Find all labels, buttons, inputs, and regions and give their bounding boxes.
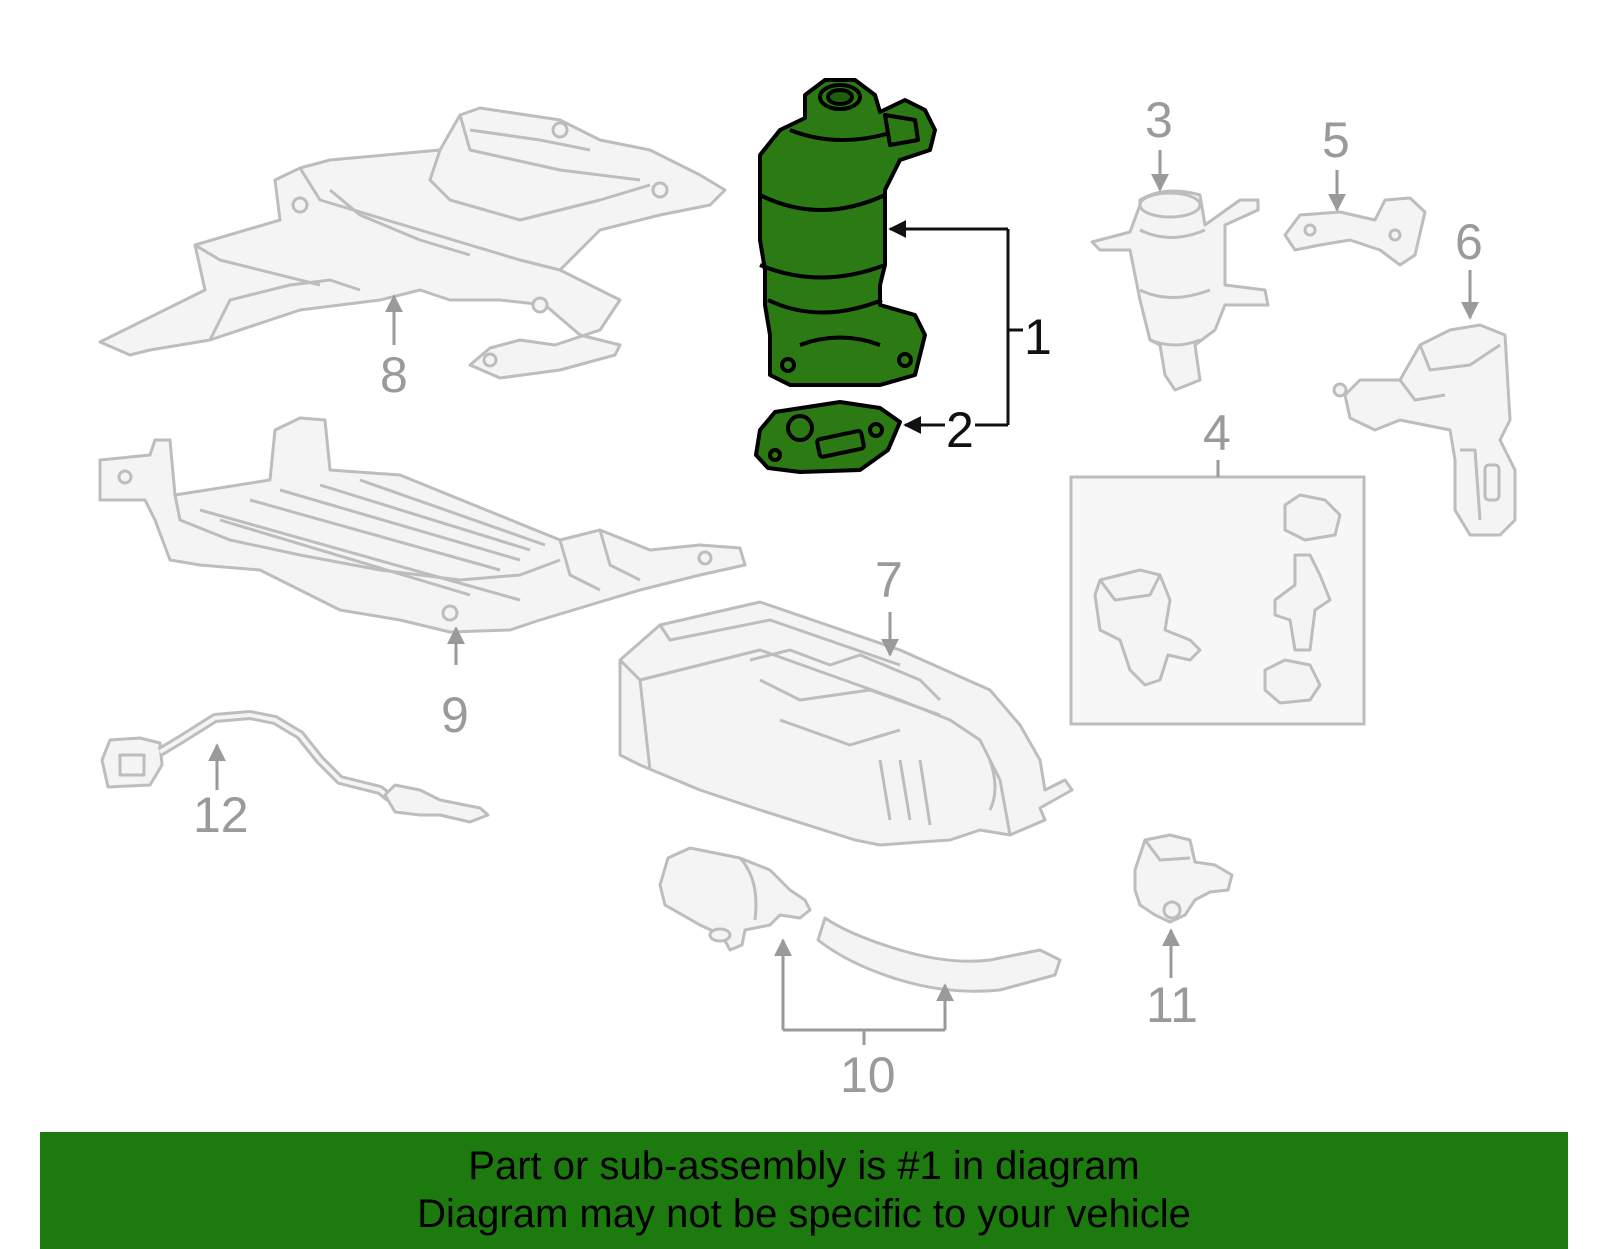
part-1-egr-valve	[758, 78, 937, 387]
callout-10: 10	[840, 1047, 896, 1103]
part-7-canister	[618, 600, 1074, 847]
callout-3: 3	[1145, 92, 1173, 148]
banner-line-2: Diagram may not be specific to your vehi…	[417, 1192, 1191, 1236]
callout-12: 12	[193, 787, 249, 843]
part-5-bracket	[1283, 196, 1427, 267]
part-3-solenoid-valve	[1090, 189, 1270, 392]
part-2-gasket	[754, 400, 902, 474]
part-8-heat-shield	[98, 106, 727, 380]
callout-7: 7	[875, 552, 903, 608]
info-banner: Part or sub-assembly is #1 in diagram Di…	[40, 1132, 1568, 1249]
callout-1: 1	[1024, 309, 1052, 365]
callout-9: 9	[441, 687, 469, 743]
part-10-filter-hose	[658, 846, 1062, 993]
callout-6: 6	[1455, 214, 1483, 270]
callout-4: 4	[1203, 405, 1231, 461]
callout-5: 5	[1322, 112, 1350, 168]
part-4-inset-box	[1069, 475, 1366, 726]
callout-8: 8	[380, 347, 408, 403]
leader-lines-1-2	[888, 220, 1023, 434]
part-12-oxygen-sensor	[100, 710, 490, 824]
part-11-valve	[1133, 833, 1234, 924]
callout-2: 2	[946, 402, 974, 458]
banner-line-1: Part or sub-assembly is #1 in diagram	[468, 1144, 1140, 1188]
leader-arrows-grey	[208, 150, 1479, 1045]
part-6-bracket-assembly	[1332, 323, 1517, 537]
part-9-under-cover	[98, 416, 747, 634]
callout-11: 11	[1146, 977, 1198, 1033]
